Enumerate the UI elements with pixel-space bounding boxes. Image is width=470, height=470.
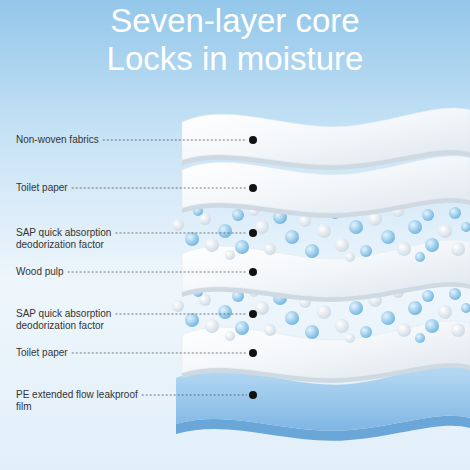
part-label: PE extended flow leakproof film xyxy=(16,389,138,413)
leader-line xyxy=(72,188,247,189)
leader-line xyxy=(68,272,247,273)
leader-line xyxy=(142,395,247,396)
part-label: SAP quick absorption deodorization facto… xyxy=(16,227,138,251)
leader-line xyxy=(115,233,247,234)
leader-line xyxy=(115,314,247,315)
leader-line xyxy=(72,353,247,354)
part-label: Toilet paper xyxy=(16,347,138,359)
part-label: Non-woven fabrics xyxy=(16,134,138,146)
title: Seven-layer core Locks in moisture xyxy=(90,2,380,78)
part-label: Wood pulp xyxy=(16,266,138,278)
part-label: Toilet paper xyxy=(16,182,138,194)
leader-line xyxy=(103,140,247,141)
part-label: SAP quick absorption deodorization facto… xyxy=(16,308,138,332)
